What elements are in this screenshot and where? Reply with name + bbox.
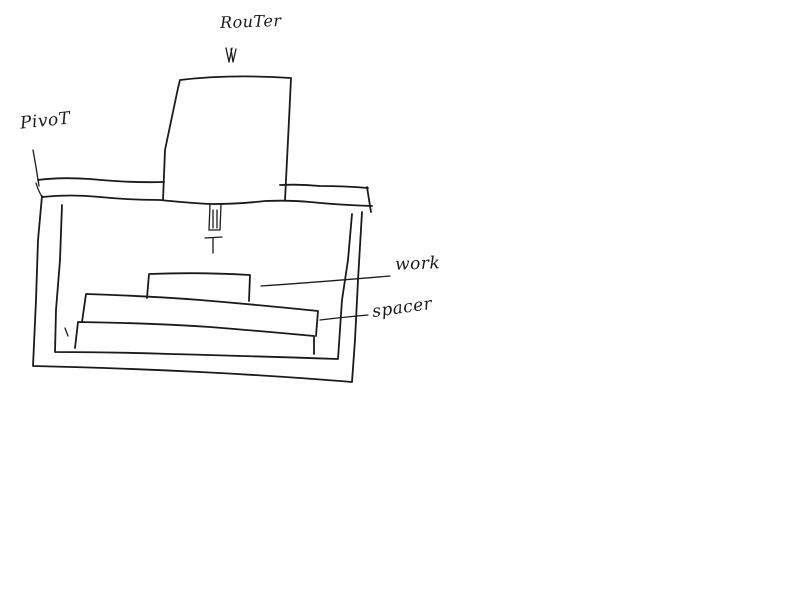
corner-tick <box>64 327 69 337</box>
box-inner-frame <box>54 204 353 360</box>
pivot-pointer <box>32 149 40 187</box>
work-piece <box>146 272 251 302</box>
work-label: work <box>394 253 441 275</box>
box-outer-frame <box>32 195 363 383</box>
base-block <box>74 321 315 355</box>
router-label: RouTer <box>219 10 282 33</box>
router-bit <box>204 204 223 254</box>
spacer-leader <box>319 314 369 321</box>
work-leader <box>260 275 391 287</box>
top-plate <box>35 177 373 213</box>
router-arrow <box>225 47 237 63</box>
spacer-block <box>81 293 319 337</box>
router-housing <box>162 75 292 201</box>
